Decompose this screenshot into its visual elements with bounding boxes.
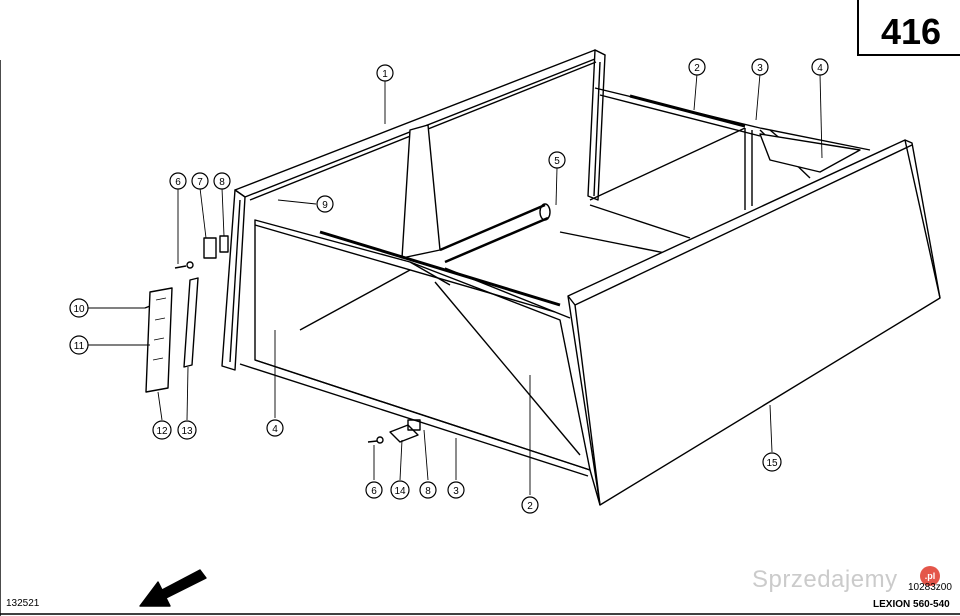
side-panel-left-part	[254, 219, 591, 471]
callout-3-lower: 3	[453, 486, 459, 497]
callout-15: 15	[766, 458, 778, 469]
page-number: 416	[880, 11, 942, 52]
callout-10: 10	[73, 304, 85, 315]
callout-11: 11	[74, 341, 85, 352]
callout-12: 12	[156, 426, 168, 437]
callout-8-lower: 8	[425, 486, 431, 497]
direction-arrow-icon	[139, 569, 207, 607]
watermark-logo: .pl	[920, 566, 940, 586]
top-rail-part	[594, 87, 871, 151]
image-code: 132521	[6, 598, 40, 609]
shaft-part	[439, 203, 551, 264]
callout-4-lower: 4	[272, 424, 278, 435]
drawing-reference: 10283z00	[908, 582, 952, 593]
page-number-frame	[857, 0, 960, 56]
callout-5: 5	[554, 156, 560, 167]
model-name: LEXION 560-540	[873, 599, 950, 610]
side-panel-right-part	[567, 139, 941, 506]
rail-strip-part	[183, 277, 199, 368]
rear-frame-part	[221, 49, 606, 371]
callout-1: 1	[382, 69, 388, 80]
callout-2: 2	[694, 63, 700, 74]
callout-9: 9	[322, 200, 328, 211]
callout-4: 4	[817, 63, 823, 74]
strip-part	[145, 287, 173, 393]
callout-6-lower: 6	[371, 486, 377, 497]
callout-circles	[69, 58, 829, 514]
callout-8: 8	[219, 177, 225, 188]
bracket-assembly-left	[174, 235, 229, 269]
watermark-text: Sprzedajemy	[752, 566, 898, 593]
bracket-assembly-bottom	[367, 419, 421, 444]
callout-2-lower: 2	[527, 501, 533, 512]
callout-3: 3	[757, 63, 763, 74]
callout-7: 7	[197, 177, 203, 188]
callout-13: 13	[181, 426, 193, 437]
callout-6: 6	[175, 177, 181, 188]
callout-14: 14	[394, 486, 406, 497]
